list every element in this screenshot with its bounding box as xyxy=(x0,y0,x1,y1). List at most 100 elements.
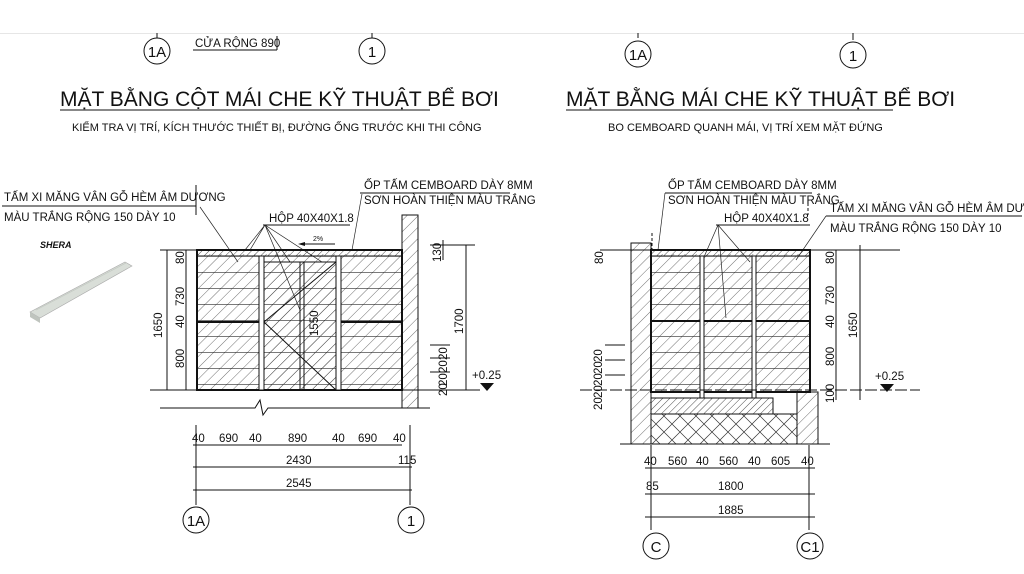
left-plan: 1A 1 CỬA RỘNG 890 MẶT BẰNG CỘT MÁI CHE K… xyxy=(2,33,536,534)
svg-text:560: 560 xyxy=(668,456,687,468)
svg-text:560: 560 xyxy=(719,456,738,468)
svg-text:730: 730 xyxy=(825,286,837,305)
svg-text:40: 40 xyxy=(249,433,262,445)
left-plan-subtitle: KIỂM TRA VỊ TRÍ, KÍCH THƯỚC THIẾT BỊ, ĐƯ… xyxy=(72,120,482,134)
svg-text:1650: 1650 xyxy=(848,312,860,338)
svg-text:ỐP TẤM CEMBOARD DÀY 8MM: ỐP TẤM CEMBOARD DÀY 8MM xyxy=(668,178,837,192)
svg-text:+0.25: +0.25 xyxy=(875,371,904,383)
svg-text:HỘP 40X40X1.8: HỘP 40X40X1.8 xyxy=(724,212,809,225)
svg-text:CỬA RỘNG 890: CỬA RỘNG 890 xyxy=(195,37,280,50)
svg-text:115: 115 xyxy=(398,455,416,467)
grid-marker-bottom-c1: C1 xyxy=(796,532,824,560)
svg-text:1550: 1550 xyxy=(309,310,321,336)
svg-text:20: 20 xyxy=(593,361,605,374)
svg-text:1A: 1A xyxy=(148,44,166,61)
foundation xyxy=(650,413,798,445)
svg-text:1: 1 xyxy=(368,44,376,61)
right-vertical-dims: 80 730 40 800 100 1650 +0.25 xyxy=(825,245,904,403)
door-width-note: CỬA RỘNG 890 xyxy=(193,36,280,51)
svg-text:2430: 2430 xyxy=(286,455,312,467)
svg-text:690: 690 xyxy=(219,433,238,445)
svg-text:800: 800 xyxy=(825,347,837,366)
ground-line xyxy=(160,398,430,417)
left-vertical-dims: 80 20 20 20 20 20 xyxy=(593,251,625,410)
svg-text:1: 1 xyxy=(407,513,415,530)
svg-text:MÀU TRẮNG RỘNG 150 DÀY 10: MÀU TRẮNG RỘNG 150 DÀY 10 xyxy=(4,211,176,224)
right-frame xyxy=(620,249,830,445)
grid-marker-bottom-1: 1 xyxy=(397,506,425,534)
svg-text:40: 40 xyxy=(192,433,205,445)
note-cemboard: ỐP TẤM CEMBOARD DÀY 8MM SƠN HOÀN THIỆN M… xyxy=(351,178,536,251)
grid-marker-top-1a: 1A xyxy=(624,33,652,68)
svg-text:40: 40 xyxy=(332,433,345,445)
note-panel: TẤM XI MĂNG VÂN GỖ HÈM ÂM DƯƠNG MÀU TRẮN… xyxy=(795,202,1024,261)
top-border xyxy=(0,33,1024,34)
svg-text:1: 1 xyxy=(849,48,857,65)
grid-marker-bottom-1a: 1A xyxy=(182,506,210,534)
note-cemboard: ỐP TẤM CEMBOARD DÀY 8MM SƠN HOÀN THIỆN M… xyxy=(657,178,840,251)
svg-text:730: 730 xyxy=(175,287,187,306)
svg-text:890: 890 xyxy=(288,433,307,445)
left-frame: 1550 xyxy=(196,249,403,391)
svg-text:C: C xyxy=(651,539,662,556)
pier xyxy=(796,391,819,445)
svg-text:1800: 1800 xyxy=(718,481,744,493)
svg-text:40: 40 xyxy=(748,456,761,468)
note-box: HỘP 40X40X1.8 xyxy=(703,198,810,319)
svg-text:20: 20 xyxy=(593,385,605,398)
svg-text:85: 85 xyxy=(646,481,659,493)
svg-text:690: 690 xyxy=(358,433,377,445)
svg-text:2%: 2% xyxy=(313,236,323,243)
right-vertical-dims: 130 1700 20 20 20 20 +0.25 xyxy=(430,240,501,396)
svg-text:40: 40 xyxy=(825,315,837,328)
bench xyxy=(650,397,774,415)
left-vertical-dims: 1650 80 730 40 800 xyxy=(153,249,197,390)
svg-text:20: 20 xyxy=(438,383,450,396)
note-box: HỘP 40X40X1.8 xyxy=(244,212,354,311)
right-plan-title: MẶT BẰNG MÁI CHE KỸ THUẬT BỂ BƠI xyxy=(566,87,955,111)
bottom-dims: 40 690 40 890 40 690 40 2430 115 2545 xyxy=(192,425,416,505)
svg-text:TẤM XI MĂNG VÂN GỖ HÈM ÂM DƯƠN: TẤM XI MĂNG VÂN GỖ HÈM ÂM DƯƠNG xyxy=(830,202,1024,215)
svg-text:605: 605 xyxy=(771,456,790,468)
svg-text:40: 40 xyxy=(393,433,406,445)
svg-text:20: 20 xyxy=(438,347,450,360)
right-plan-subtitle: BO CEMBOARD QUANH MÁI, VỊ TRÍ XEM MẶT ĐỨ… xyxy=(608,121,883,134)
svg-text:1A: 1A xyxy=(629,47,647,64)
svg-text:MÀU TRẮNG RỘNG 150 DÀY 10: MÀU TRẮNG RỘNG 150 DÀY 10 xyxy=(830,222,1002,235)
svg-text:130: 130 xyxy=(432,243,444,262)
wall-section xyxy=(401,214,419,409)
grid-marker-top-1a: 1A xyxy=(143,33,171,65)
svg-text:100: 100 xyxy=(825,384,837,403)
svg-text:SƠN HOÀN THIỆN MÀU TRẮNG: SƠN HOÀN THIỆN MÀU TRẮNG xyxy=(364,194,536,207)
svg-text:80: 80 xyxy=(175,251,187,264)
svg-text:TẤM XI MĂNG VÂN GỖ HÈM ÂM DƯƠN: TẤM XI MĂNG VÂN GỖ HÈM ÂM DƯƠNG xyxy=(4,191,226,204)
svg-text:80: 80 xyxy=(825,251,837,264)
svg-text:40: 40 xyxy=(801,456,814,468)
shera-logo: SHERA xyxy=(40,240,72,250)
svg-text:1700: 1700 xyxy=(454,308,466,334)
svg-text:+0.25: +0.25 xyxy=(472,370,501,382)
svg-text:2545: 2545 xyxy=(286,478,312,490)
svg-text:C1: C1 xyxy=(800,539,819,556)
svg-text:40: 40 xyxy=(644,456,657,468)
svg-text:ỐP TẤM CEMBOARD DÀY 8MM: ỐP TẤM CEMBOARD DÀY 8MM xyxy=(364,178,533,192)
svg-text:80: 80 xyxy=(594,251,606,264)
grid-marker-top-1: 1 xyxy=(358,33,386,65)
slope-mark: 2% xyxy=(298,236,335,246)
grid-marker-top-1: 1 xyxy=(839,33,867,69)
svg-text:800: 800 xyxy=(175,349,187,368)
left-plan-title: MẶT BẰNG CỘT MÁI CHE KỸ THUẬT BỂ BƠI xyxy=(60,87,499,111)
product-image: SHERA xyxy=(29,240,133,323)
wall-section xyxy=(630,242,652,445)
svg-text:20: 20 xyxy=(593,349,605,362)
svg-text:40: 40 xyxy=(696,456,709,468)
svg-text:20: 20 xyxy=(438,373,450,386)
svg-text:20: 20 xyxy=(593,373,605,386)
svg-text:1885: 1885 xyxy=(718,505,744,517)
svg-text:20: 20 xyxy=(593,397,605,410)
svg-text:20: 20 xyxy=(438,360,450,373)
svg-text:1A: 1A xyxy=(187,513,205,530)
svg-text:1650: 1650 xyxy=(153,312,165,338)
note-panel: TẤM XI MĂNG VÂN GỖ HÈM ÂM DƯƠNG MÀU TRẮN… xyxy=(2,185,239,263)
